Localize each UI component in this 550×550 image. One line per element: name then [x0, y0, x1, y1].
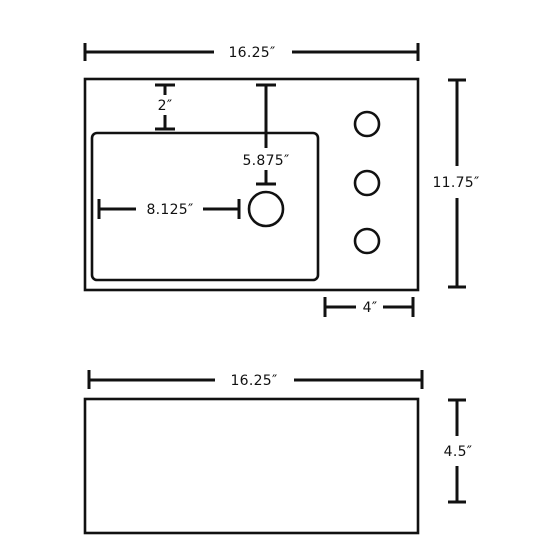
faucet-hole-middle	[353, 169, 381, 197]
dimension-deck-width: 4″	[323, 297, 415, 317]
dimension-top-width: 16.25″	[83, 43, 420, 61]
deck-width-label: 4″	[363, 300, 378, 316]
front-width-label: 16.25″	[230, 373, 277, 389]
top-view	[83, 77, 420, 292]
top-width-label: 16.25″	[228, 45, 275, 61]
dimension-front-width: 16.25″	[87, 370, 424, 389]
dimension-basin-offset: 2″	[155, 83, 175, 131]
drain-horizontal-label: 8.125″	[146, 202, 193, 218]
dimension-drain-horizontal: 8.125″	[97, 199, 241, 219]
drain-hole	[247, 190, 285, 228]
front-outline	[83, 397, 420, 535]
faucet-hole-top	[353, 110, 381, 138]
basin-offset-label: 2″	[158, 98, 173, 114]
front-view	[83, 397, 420, 535]
faucet-hole-bottom	[353, 227, 381, 255]
dimension-front-height: 4.5″	[444, 398, 473, 504]
front-height-label: 4.5″	[444, 444, 473, 460]
dimension-right-height: 11.75″	[432, 78, 479, 289]
drain-vertical-label: 5.875″	[242, 153, 289, 169]
right-height-label: 11.75″	[432, 175, 479, 191]
basin-outline	[90, 131, 320, 282]
dimension-drain-vertical: 5.875″	[242, 83, 289, 186]
sink-outline	[83, 77, 420, 292]
